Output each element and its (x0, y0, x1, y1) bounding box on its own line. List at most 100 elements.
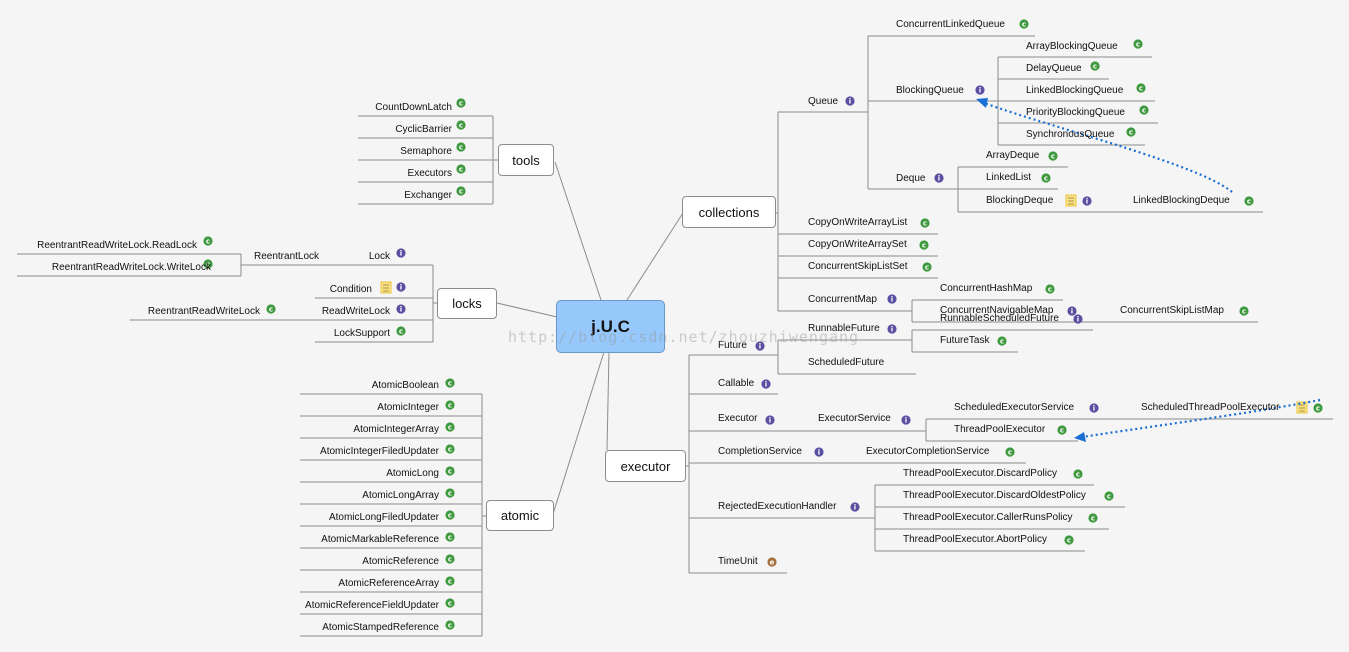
node-atomicstampedreference[interactable]: AtomicStampedReference (322, 622, 439, 633)
node-executorcompletionservice[interactable]: ExecutorCompletionService (866, 446, 990, 457)
node-abortpolicy[interactable]: ThreadPoolExecutor.AbortPolicy (903, 534, 1047, 545)
interface-icon: i (850, 502, 860, 512)
class-icon: c (445, 378, 455, 388)
arrow-head (1074, 432, 1086, 442)
node-futuretask[interactable]: FutureTask (940, 335, 990, 346)
node-concurrentmap[interactable]: ConcurrentMap (808, 294, 877, 305)
svg-text:c: c (1060, 427, 1064, 435)
node-scheduledfuture[interactable]: ScheduledFuture (808, 357, 885, 368)
node-runnablescheduledfuture[interactable]: RunnableScheduledFuture (940, 313, 1059, 324)
node-executors[interactable]: Executors (407, 168, 452, 179)
node-atomicmarkablereference[interactable]: AtomicMarkableReference (321, 534, 439, 545)
node-executorservice[interactable]: ExecutorService (818, 413, 891, 424)
node-arrayblockingqueue[interactable]: ArrayBlockingQueue (1026, 41, 1118, 52)
class-icon: c (1064, 535, 1074, 545)
svg-text:i: i (1086, 198, 1088, 206)
node-semaphore[interactable]: Semaphore (400, 146, 452, 157)
node-rrwl[interactable]: ReentrantReadWriteLock (147, 306, 260, 317)
node-atomicintegerarray[interactable]: AtomicIntegerArray (353, 424, 439, 435)
node-callable[interactable]: Callable (718, 378, 755, 389)
root-node[interactable]: j.U.C (556, 300, 665, 353)
node-synchronousqueue[interactable]: SynchronousQueue (1026, 129, 1115, 140)
branch-atomic[interactable]: atomic (486, 500, 554, 531)
svg-text:c: c (459, 144, 463, 152)
class-icon: c (445, 488, 455, 498)
svg-text:c: c (459, 100, 463, 108)
node-cyclicbarrier[interactable]: CyclicBarrier (395, 124, 452, 135)
node-concurrentnavigablemap[interactable]: ConcurrentNavigableMap (940, 305, 1054, 316)
node-scheduledthreadpoolexecutor[interactable]: ScheduledThreadPoolExecutor (1141, 402, 1280, 413)
node-rrwl_writelock[interactable]: ReentrantReadWriteLock.WriteLock (51, 262, 211, 273)
node-reentrantlock[interactable]: ReentrantLock (254, 251, 320, 262)
node-threadpoolexecutor[interactable]: ThreadPoolExecutor (954, 424, 1046, 435)
node-concurrentskiplistmap[interactable]: ConcurrentSkipListMap (1120, 305, 1224, 316)
node-blockingdeque[interactable]: BlockingDeque (986, 195, 1054, 206)
node-copyonwritearraylist[interactable]: CopyOnWriteArrayList (808, 217, 908, 228)
svg-text:c: c (448, 622, 452, 630)
node-lock[interactable]: Lock (368, 251, 390, 262)
class-icon: c (1313, 403, 1323, 413)
svg-text:i: i (938, 175, 940, 183)
node-completionservice[interactable]: CompletionService (718, 446, 802, 457)
node-linkedblockingqueue[interactable]: LinkedBlockingQueue (1026, 85, 1124, 96)
node-atomiclongarray[interactable]: AtomicLongArray (362, 490, 439, 501)
svg-text:c: c (923, 220, 927, 228)
node-atomicreferencefieldupdater[interactable]: AtomicReferenceFieldUpdater (305, 600, 439, 611)
branch-tools[interactable]: tools (498, 144, 554, 176)
node-callerrunspolicy[interactable]: ThreadPoolExecutor.CallerRunsPolicy (903, 512, 1073, 523)
node-linkedlist[interactable]: LinkedList (986, 172, 1032, 183)
node-queue[interactable]: Queue (808, 96, 839, 107)
class-icon: c (445, 422, 455, 432)
node-scheduledexecutorservice[interactable]: ScheduledExecutorService (954, 402, 1075, 413)
node-future[interactable]: Future (718, 340, 747, 351)
node-atomiclongfiledupdater[interactable]: AtomicLongFiledUpdater (328, 512, 439, 523)
node-exchanger[interactable]: Exchanger (404, 190, 452, 201)
svg-text:c: c (1136, 41, 1140, 49)
node-blockingqueue[interactable]: BlockingQueue (896, 85, 964, 96)
node-countdownlatch[interactable]: CountDownLatch (375, 102, 452, 113)
svg-text:c: c (1022, 21, 1026, 29)
branch-connector (496, 302, 558, 318)
class-icon: c (1239, 306, 1249, 316)
node-atomicreference[interactable]: AtomicReference (362, 556, 439, 567)
node-atomicinteger[interactable]: AtomicInteger (377, 402, 439, 413)
node-linkedblockingdeque[interactable]: LinkedBlockingDeque (1133, 195, 1230, 206)
node-atomicreferencearray[interactable]: AtomicReferenceArray (338, 578, 439, 589)
svg-text:i: i (891, 326, 893, 334)
class-icon: c (456, 98, 466, 108)
node-rejectedexecutionhandler[interactable]: RejectedExecutionHandler (718, 501, 837, 512)
node-discardpolicy[interactable]: ThreadPoolExecutor.DiscardPolicy (903, 468, 1057, 479)
node-copyonwritearrayset[interactable]: CopyOnWriteArraySet (808, 239, 907, 250)
node-rrwl_readlock[interactable]: ReentrantReadWriteLock.ReadLock (37, 240, 197, 251)
svg-text:c: c (448, 380, 452, 388)
class-icon: c (203, 236, 213, 246)
node-concurrentskiplistset[interactable]: ConcurrentSkipListSet (808, 261, 908, 272)
node-runnablefuture[interactable]: RunnableFuture (808, 323, 880, 334)
node-discardoldestpolicy[interactable]: ThreadPoolExecutor.DiscardOldestPolicy (903, 490, 1086, 501)
node-locksupport[interactable]: LockSupport (333, 328, 390, 339)
svg-text:c: c (1091, 515, 1095, 523)
svg-text:i: i (979, 87, 981, 95)
branch-connector (626, 212, 684, 301)
node-delayqueue[interactable]: DelayQueue (1026, 63, 1082, 74)
node-concurrenthashmap[interactable]: ConcurrentHashMap (940, 283, 1033, 294)
node-executor[interactable]: Executor (718, 413, 758, 424)
node-arraydeque[interactable]: ArrayDeque (986, 150, 1040, 161)
node-atomiclong[interactable]: AtomicLong (386, 468, 439, 479)
node-condition[interactable]: Condition (329, 284, 372, 295)
node-deque[interactable]: Deque (896, 173, 926, 184)
class-icon: c (396, 326, 406, 336)
node-timeunit[interactable]: TimeUnit (718, 556, 758, 567)
svg-text:c: c (448, 600, 452, 608)
node-readwritelock[interactable]: ReadWriteLock (321, 306, 390, 317)
node-concurrentlinkedqueue[interactable]: ConcurrentLinkedQueue (896, 19, 1005, 30)
node-priorityblockingqueue[interactable]: PriorityBlockingQueue (1026, 107, 1125, 118)
branch-locks[interactable]: locks (437, 288, 497, 319)
node-atomicintegerfiledupdater[interactable]: AtomicIntegerFiledUpdater (320, 446, 439, 457)
svg-text:c: c (1048, 286, 1052, 294)
branch-collections[interactable]: collections (682, 196, 776, 228)
node-atomicboolean[interactable]: AtomicBoolean (371, 380, 439, 391)
branch-executor[interactable]: executor (605, 450, 686, 482)
svg-text:c: c (448, 446, 452, 454)
svg-text:c: c (448, 490, 452, 498)
